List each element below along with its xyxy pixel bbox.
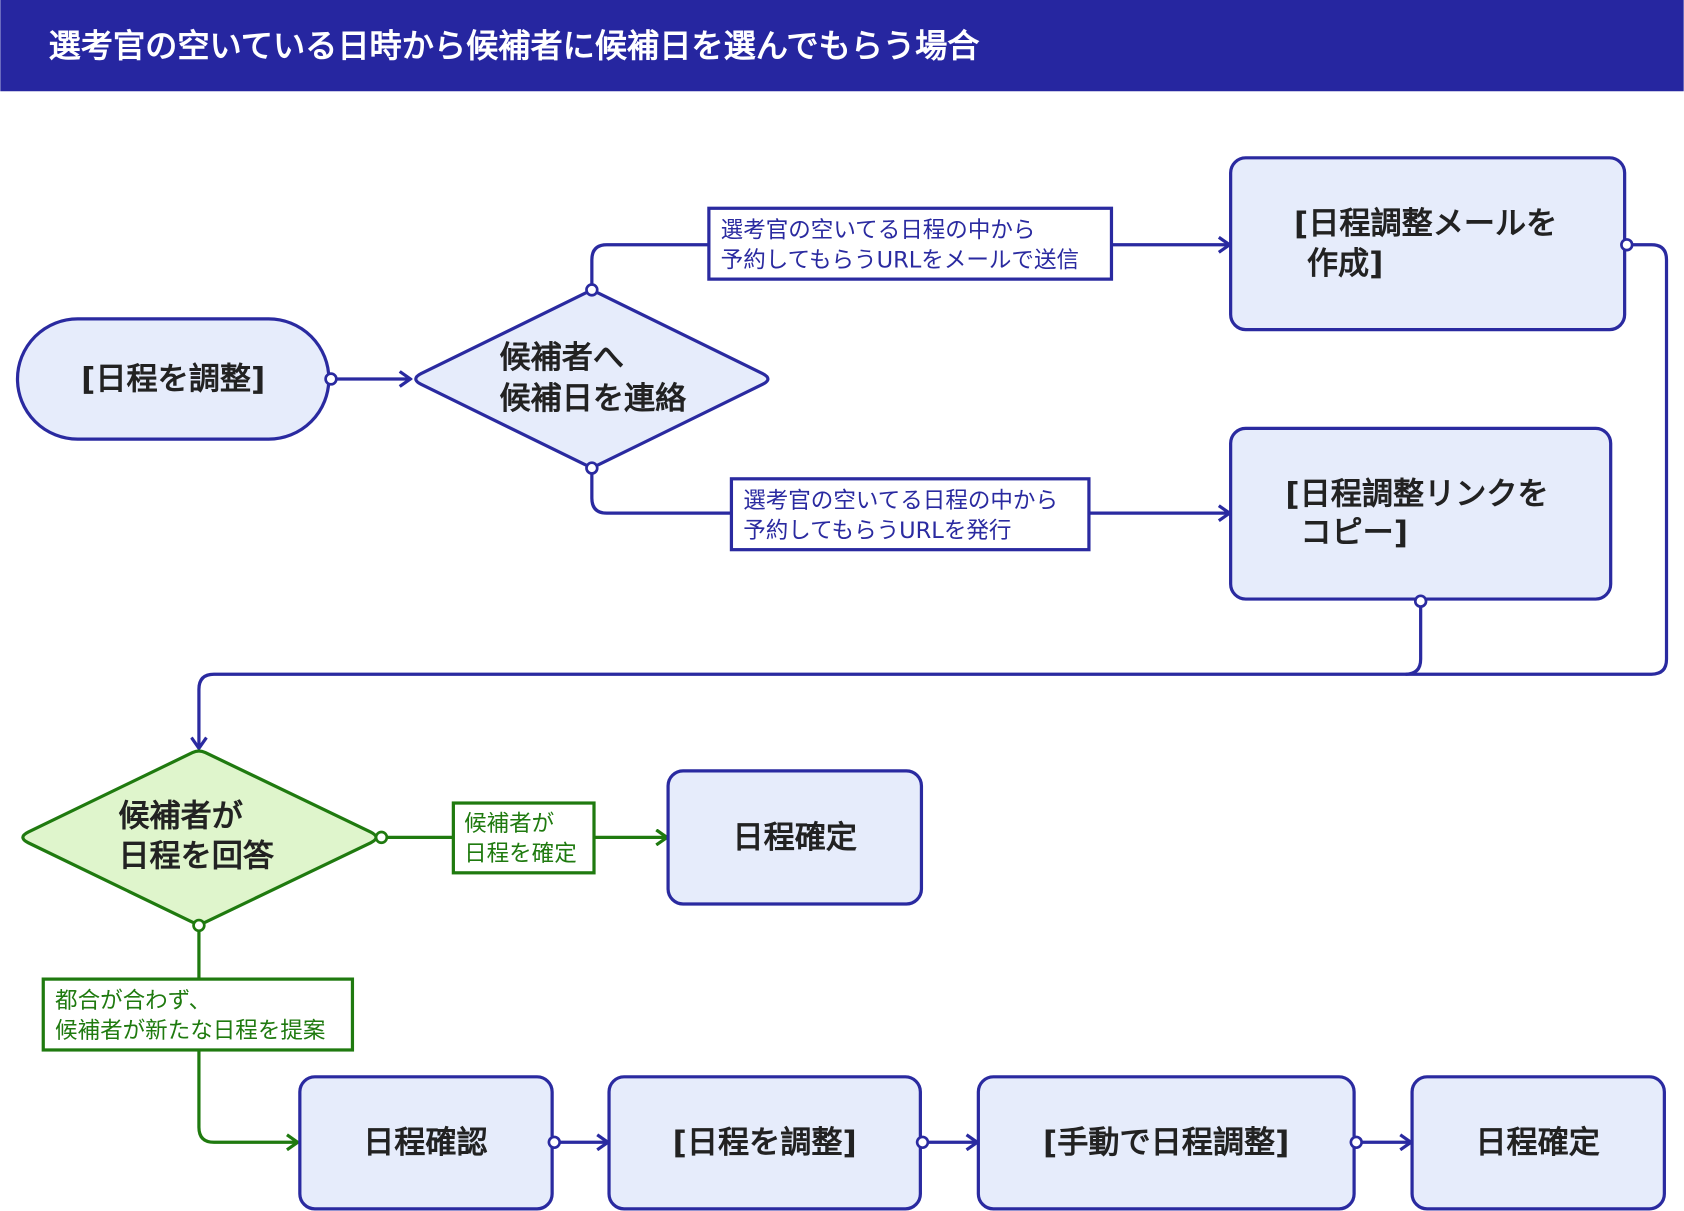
edge-label-link: 選考官の空いてる日程の中から 予約してもらうURLを発行 [729, 477, 1091, 552]
page-title: 選考官の空いている日時から候補者に候補日を選んでもらう場合 [49, 27, 981, 65]
connector-dots [192, 238, 1634, 1150]
svg-text:候補日を連絡: 候補日を連絡 [500, 381, 688, 417]
node-decision-contact[interactable]: 候補者へ 候補日を連絡 [414, 289, 770, 469]
edge-label-confirm: 候補者が 日程を確定 [451, 801, 596, 875]
svg-text:[日程調整メールを: [日程調整メールを [1294, 206, 1557, 242]
svg-text:選考官の空いてる日程の中から: 選考官の空いてる日程の中から [721, 217, 1036, 243]
svg-text:候補者が: 候補者が [118, 799, 243, 835]
svg-text:候補者が: 候補者が [464, 811, 554, 837]
node-adjust[interactable]: [日程を調整] [607, 1075, 922, 1211]
svg-text:日程確定: 日程確定 [1475, 1125, 1600, 1161]
svg-text:候補者が新たな日程を提案: 候補者が新たな日程を提案 [55, 1018, 325, 1044]
svg-text:日程を回答: 日程を回答 [118, 838, 275, 874]
node-copy-link[interactable]: [日程調整リンクを コピー] [1229, 426, 1613, 601]
svg-text:選考官の空いてる日程の中から: 選考官の空いてる日程の中から [743, 488, 1058, 514]
header: 選考官の空いている日時から候補者に候補日を選んでもらう場合 [0, 0, 1684, 92]
svg-text:都合が合わず、: 都合が合わず、 [55, 988, 211, 1014]
edge-link-to-decision2 [1405, 601, 1423, 676]
node-check[interactable]: 日程確認 [298, 1075, 554, 1211]
node-start[interactable]: [日程を調整] [15, 317, 331, 441]
svg-text:日程を確定: 日程を確定 [464, 841, 577, 867]
svg-text:候補者へ: 候補者へ [500, 340, 625, 376]
svg-text:日程確定: 日程確定 [733, 820, 858, 856]
svg-text:日程確認: 日程確認 [363, 1125, 488, 1161]
svg-text:[手動で日程調整]: [手動で日程調整] [1043, 1125, 1289, 1161]
edge-label-mail: 選考官の空いてる日程の中から 予約してもらうURLをメールで送信 [707, 206, 1114, 281]
svg-text:[日程を調整]: [日程を調整] [81, 362, 265, 398]
node-manual-adjust[interactable]: [手動で日程調整] [976, 1075, 1356, 1211]
edge-mail-to-decision2 [199, 243, 1669, 749]
node-create-mail[interactable]: [日程調整メールを 作成] [1229, 156, 1627, 332]
edge-to-link [590, 468, 1230, 513]
edge-to-mail [590, 245, 1230, 290]
node-confirmed-2[interactable]: 日程確定 [1410, 1075, 1666, 1211]
node-confirmed-1[interactable]: 日程確定 [666, 769, 924, 906]
svg-text:作成]: 作成] [1307, 246, 1383, 282]
svg-text:[日程調整リンクを: [日程調整リンクを [1285, 477, 1548, 513]
svg-text:予約してもらうURLをメールで送信: 予約してもらうURLをメールで送信 [721, 247, 1079, 273]
node-decision-answer[interactable]: 候補者が 日程を回答 [21, 749, 378, 926]
svg-text:[日程を調整]: [日程を調整] [673, 1125, 857, 1161]
svg-text:予約してもらうURLを発行: 予約してもらうURLを発行 [743, 518, 1011, 544]
edge-to-check [197, 925, 298, 1142]
edge-label-propose: 都合が合わず、 候補者が新たな日程を提案 [41, 977, 355, 1052]
svg-text:コピー]: コピー] [1300, 515, 1408, 551]
